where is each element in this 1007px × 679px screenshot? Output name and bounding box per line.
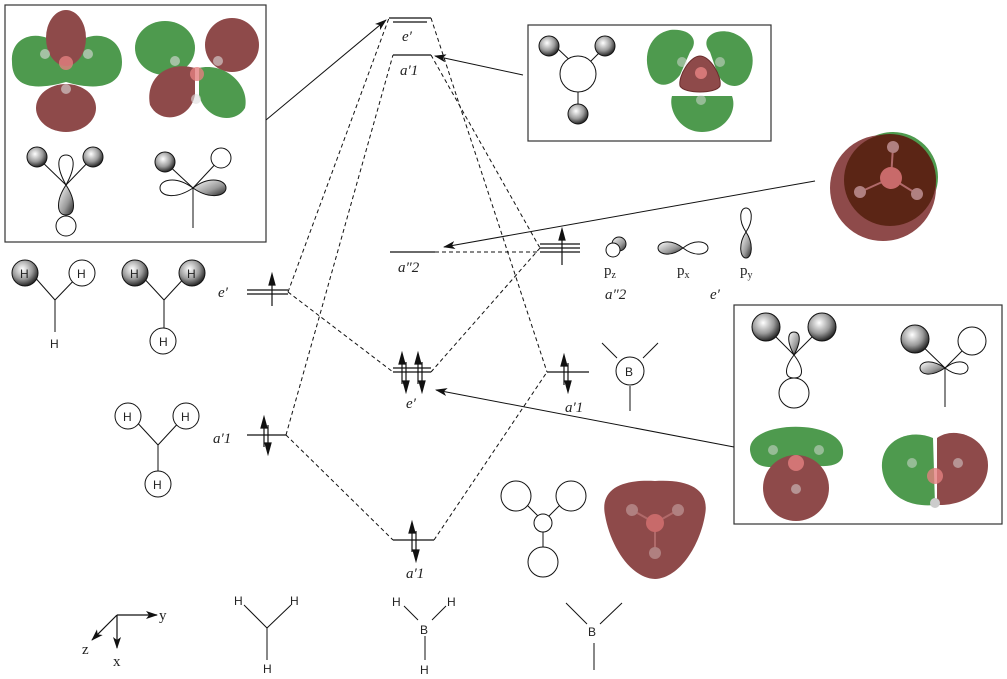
label-a1prime-antibonding: a′1: [400, 63, 418, 79]
b-atom-label: B: [420, 623, 428, 637]
label-b-eprime: e′: [710, 287, 721, 303]
h3-salc-eprime-2: [121, 259, 206, 355]
h3-salc-a1prime: [114, 402, 200, 498]
eprime-bonding-surface-1: [749, 426, 844, 521]
boron-s-orbital: [601, 342, 659, 411]
b-atom-label: B: [625, 365, 633, 379]
eprime-lcao-1: [26, 146, 104, 237]
arrow-a2pp: [443, 180, 816, 250]
a2pp-surface: [830, 132, 938, 241]
eprime-surface-1: [11, 10, 123, 132]
eprime-lcao-2: [154, 147, 232, 228]
h-atom-label: H: [77, 267, 86, 281]
label-h3-eprime: e′: [218, 285, 229, 301]
label-b-a2pp: a″2: [605, 287, 627, 303]
px-orbital: [657, 241, 709, 255]
pz-orbital: [605, 236, 627, 258]
arrow-a1prime-antibonding: [434, 54, 524, 76]
h-atom-label: H: [290, 594, 299, 608]
arrow-eprime-bonding: [435, 388, 735, 448]
eprime-bonding-surface-2: [881, 432, 988, 508]
h-atom-label: H: [159, 335, 168, 349]
h3-salc-eprime-1: [11, 259, 96, 332]
eprime-bonding-box: [733, 304, 1003, 525]
h-atom-label: H: [263, 662, 272, 676]
label-a2pp-nonbonding: a″2: [398, 260, 420, 276]
a1prime-antibonding-box: [527, 24, 772, 142]
b-fragment: [565, 602, 623, 670]
eprime-bonding-lcao-2: [900, 324, 987, 407]
eprime-bonding-lcao-1: [751, 312, 837, 409]
h-atom-label: H: [234, 594, 243, 608]
py-label: py: [740, 263, 753, 281]
h-atom-label: H: [420, 663, 429, 677]
a1prime-surface-antibonding: [646, 29, 753, 132]
h-atom-label: H: [392, 595, 401, 609]
py-orbital: [740, 207, 752, 259]
axis-z-label: z: [82, 642, 89, 658]
h-atom-label: H: [50, 337, 59, 351]
boron-levels: [540, 226, 589, 395]
label-eprime-bonding: e′: [406, 396, 417, 412]
a1prime-bonding-lcao: [500, 480, 587, 578]
label-b-a1prime: a′1: [565, 400, 583, 416]
h-atom-label: H: [123, 410, 132, 424]
px-label: px: [677, 263, 690, 281]
h-atom-label: H: [181, 410, 190, 424]
axis-x-label: x: [113, 654, 121, 670]
b-atom-label: B: [588, 625, 596, 639]
mo-levels: [389, 17, 435, 541]
h-atom-label: H: [20, 267, 29, 281]
arrow-eprime-antibonding: [265, 19, 387, 121]
h-atom-label: H: [130, 267, 139, 281]
axis-system: [91, 611, 158, 649]
label-a1prime-bonding: a′1: [406, 566, 424, 582]
electrons-eprime-bonding: [398, 350, 426, 395]
bh3-molecule: [403, 605, 447, 660]
label-eprime-antibonding: e′: [402, 29, 413, 45]
eprime-surface-2: [135, 18, 259, 118]
correlation-lines: [285, 17, 548, 541]
axis-y-label: y: [159, 608, 167, 624]
a1prime-bonding-surface: [604, 480, 706, 579]
h-atom-label: H: [447, 595, 456, 609]
h3-levels: [247, 271, 288, 457]
label-h3-a1prime: a′1: [213, 431, 231, 447]
h-atom-label: H: [187, 267, 196, 281]
a1prime-lcao-antibonding: [538, 35, 616, 125]
pz-label: pz: [604, 263, 617, 281]
eprime-antibonding-box: [4, 4, 267, 243]
electrons-a1prime-bonding: [408, 519, 420, 564]
h-atom-label: H: [153, 478, 162, 492]
h3-fragment: [243, 604, 292, 660]
